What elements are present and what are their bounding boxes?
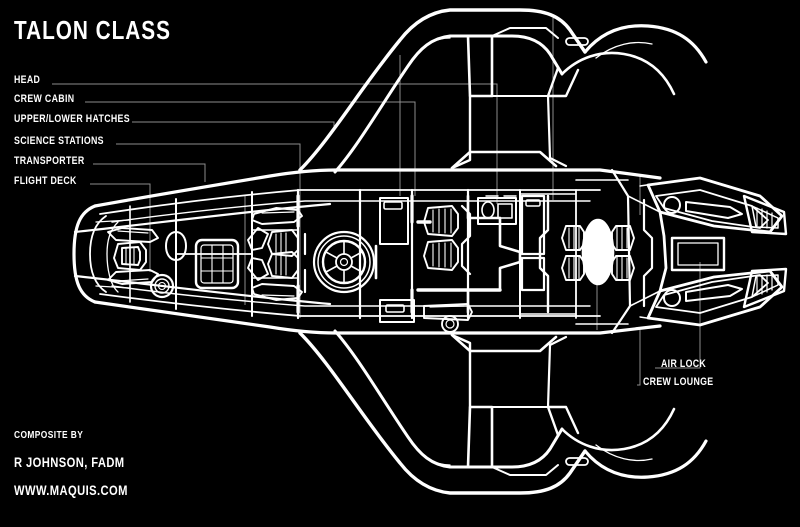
callout-label-science-stations: SCIENCE STATIONS xyxy=(14,135,104,147)
credit-line-3: WWW.MAQUIS.COM xyxy=(14,482,128,498)
callout-label-air-lock: AIR LOCK xyxy=(661,358,707,370)
callout-label-crew-lounge: CREW LOUNGE xyxy=(643,376,714,388)
callout-label-transporter: TRANSPORTER xyxy=(14,155,85,167)
hull-outline xyxy=(72,8,788,495)
callout-label-head: HEAD xyxy=(14,74,41,86)
callout-label-flight-deck: FLIGHT DECK xyxy=(14,175,77,187)
callout-label-upper-lower-hatches: UPPER/LOWER HATCHES xyxy=(14,113,130,125)
callout-leader-lines xyxy=(52,18,701,386)
callout-label-crew-cabin: CREW CABIN xyxy=(14,93,75,105)
credit-line-2: R JOHNSON, FADM xyxy=(14,454,125,470)
page-title: TALON CLASS xyxy=(14,15,171,45)
credit-line-1: COMPOSITE BY xyxy=(14,429,84,441)
